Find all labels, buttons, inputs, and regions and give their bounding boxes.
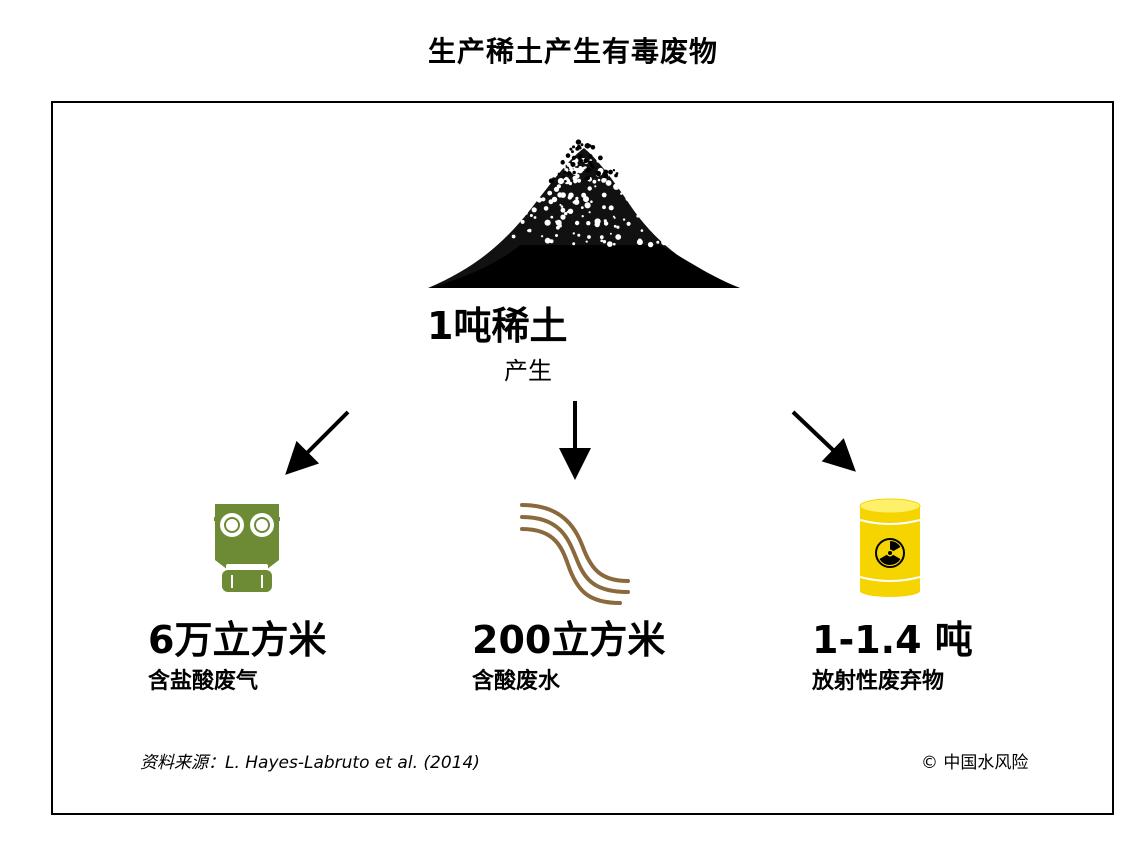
- radioactive-barrel-icon: [859, 498, 921, 597]
- gas-mask-icon: [214, 504, 280, 592]
- output-water-description: 含酸废水: [472, 669, 561, 694]
- diagram-frame: [51, 101, 1114, 815]
- output-gas-amount: 6万立方米: [148, 618, 327, 662]
- copyright-notice: © 中国水风险: [921, 753, 1029, 773]
- rare-earth-pile-icon: [428, 139, 740, 288]
- arrow-right: [791, 410, 856, 472]
- waste-water-icon: [520, 503, 630, 605]
- output-water-amount: 200立方米: [472, 618, 666, 662]
- source-citation: 资料来源：L. Hayes-Labruto et al. (2014): [140, 753, 480, 773]
- page-title: 生产稀土产生有毒废物: [427, 35, 718, 68]
- source-amount: 1吨稀土: [427, 304, 568, 348]
- output-radioactive-description: 放射性废弃物: [812, 669, 945, 694]
- arrow-left: [285, 410, 350, 475]
- source-verb: 产生: [504, 357, 552, 385]
- output-radioactive-amount: 1-1.4 吨: [812, 618, 973, 662]
- output-gas-description: 含盐酸废气: [148, 669, 259, 694]
